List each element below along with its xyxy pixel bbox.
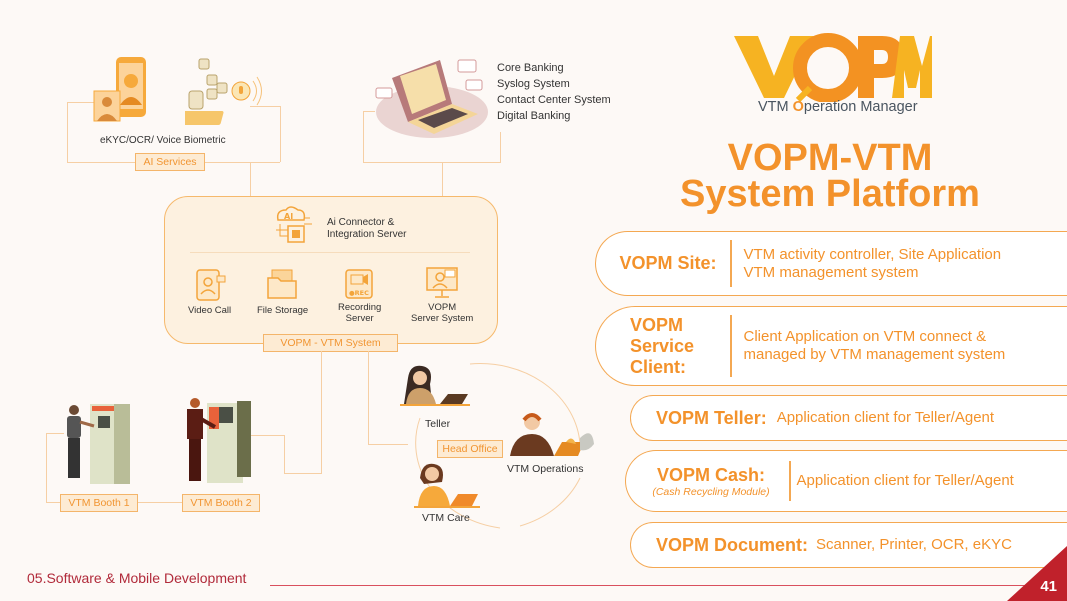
teller-illustration <box>400 365 470 406</box>
separator <box>730 240 732 287</box>
connector-line <box>500 132 501 162</box>
laptop-banking-icon <box>375 59 488 138</box>
connector-line <box>67 102 97 103</box>
vopm-logo <box>734 33 932 102</box>
ai-services-caption: eKYC/OCR/ Voice Biometric <box>100 135 226 146</box>
video-call-icon <box>196 269 226 301</box>
connector-line <box>321 351 322 473</box>
external-system-item: Syslog System <box>497 78 570 90</box>
ai-connector-label: Ai Connector & Integration Server <box>327 217 407 240</box>
vopm-server-label: VOPM Server System <box>411 302 474 324</box>
vtm-care-illustration <box>414 463 480 508</box>
divider <box>190 252 470 253</box>
connector-line <box>284 435 285 473</box>
logo-subtitle: VTM Operation Manager <box>758 99 918 115</box>
vtm-booth-2-illustration <box>187 398 251 483</box>
connector-line <box>46 433 64 434</box>
ai-connector-icon: AI <box>276 206 312 243</box>
connector-line <box>442 162 443 196</box>
svg-text:AI: AI <box>284 212 293 221</box>
module-vopm-document: VOPM Document: Scanner, Printer, OCR, eK… <box>630 522 1067 568</box>
connector-line <box>368 351 369 444</box>
connector-line <box>46 433 47 503</box>
external-systems-list: Core Banking Syslog System Contact Cente… <box>497 60 611 124</box>
connector-line <box>250 106 280 107</box>
connector-line <box>46 502 60 503</box>
vtm-care-label: VTM Care <box>422 512 470 524</box>
page-number: 41 <box>1040 578 1057 595</box>
footer-section-label: 05.Software & Mobile Development <box>27 570 247 586</box>
face-id-phone-icon <box>93 57 146 122</box>
video-call-label: Video Call <box>188 305 232 316</box>
connector-line <box>250 435 284 436</box>
external-system-item: Digital Banking <box>497 110 571 122</box>
module-vopm-service-client: VOPM Service Client: Client Application … <box>595 306 1067 386</box>
vtm-booth-2-tag: VTM Booth 2 <box>182 494 260 512</box>
file-storage-icon <box>267 269 297 299</box>
connector-line <box>280 106 281 162</box>
connector-line <box>67 102 68 162</box>
vopm-vtm-system-tag: VOPM - VTM System <box>263 334 398 352</box>
vtm-operations-label: VTM Operations <box>507 463 584 475</box>
vtm-operations-illustration <box>510 413 594 456</box>
connector-line <box>284 473 322 474</box>
recording-server-icon: ●REC <box>345 269 373 299</box>
separator <box>789 461 791 501</box>
footer-divider <box>270 585 1040 586</box>
file-storage-label: File Storage <box>257 305 309 316</box>
connector-line <box>363 111 364 162</box>
recording-server-label: Recording Server <box>338 302 382 324</box>
head-office-tag: Head Office <box>437 440 503 458</box>
page-title: VOPM-VTM System Platform <box>680 137 980 215</box>
module-vopm-teller: VOPM Teller: Application client for Tell… <box>630 395 1067 441</box>
teller-label: Teller <box>425 418 451 430</box>
external-system-item: Contact Center System <box>497 94 611 106</box>
voice-biometric-icon <box>185 58 262 125</box>
vtm-booth-1-tag: VTM Booth 1 <box>60 494 138 512</box>
vtm-booth-1-illustration <box>67 404 130 484</box>
ai-services-tag: AI Services <box>135 153 205 171</box>
module-vopm-cash: VOPM Cash: (Cash Recycling Module) Appli… <box>625 450 1067 512</box>
connector-line <box>368 444 408 445</box>
connector-line <box>250 162 251 196</box>
connector-line <box>363 162 501 163</box>
connector-line <box>205 162 280 163</box>
page-corner-triangle <box>1007 546 1067 601</box>
external-system-item: Core Banking <box>497 62 564 74</box>
rec-badge: ●REC <box>349 289 369 297</box>
separator <box>730 315 732 377</box>
connector-line <box>67 162 135 163</box>
module-vopm-site: VOPM Site: VTM activity controller, Site… <box>595 231 1067 296</box>
connector-line <box>138 502 182 503</box>
vopm-server-icon <box>426 267 458 298</box>
connector-line <box>363 111 375 112</box>
